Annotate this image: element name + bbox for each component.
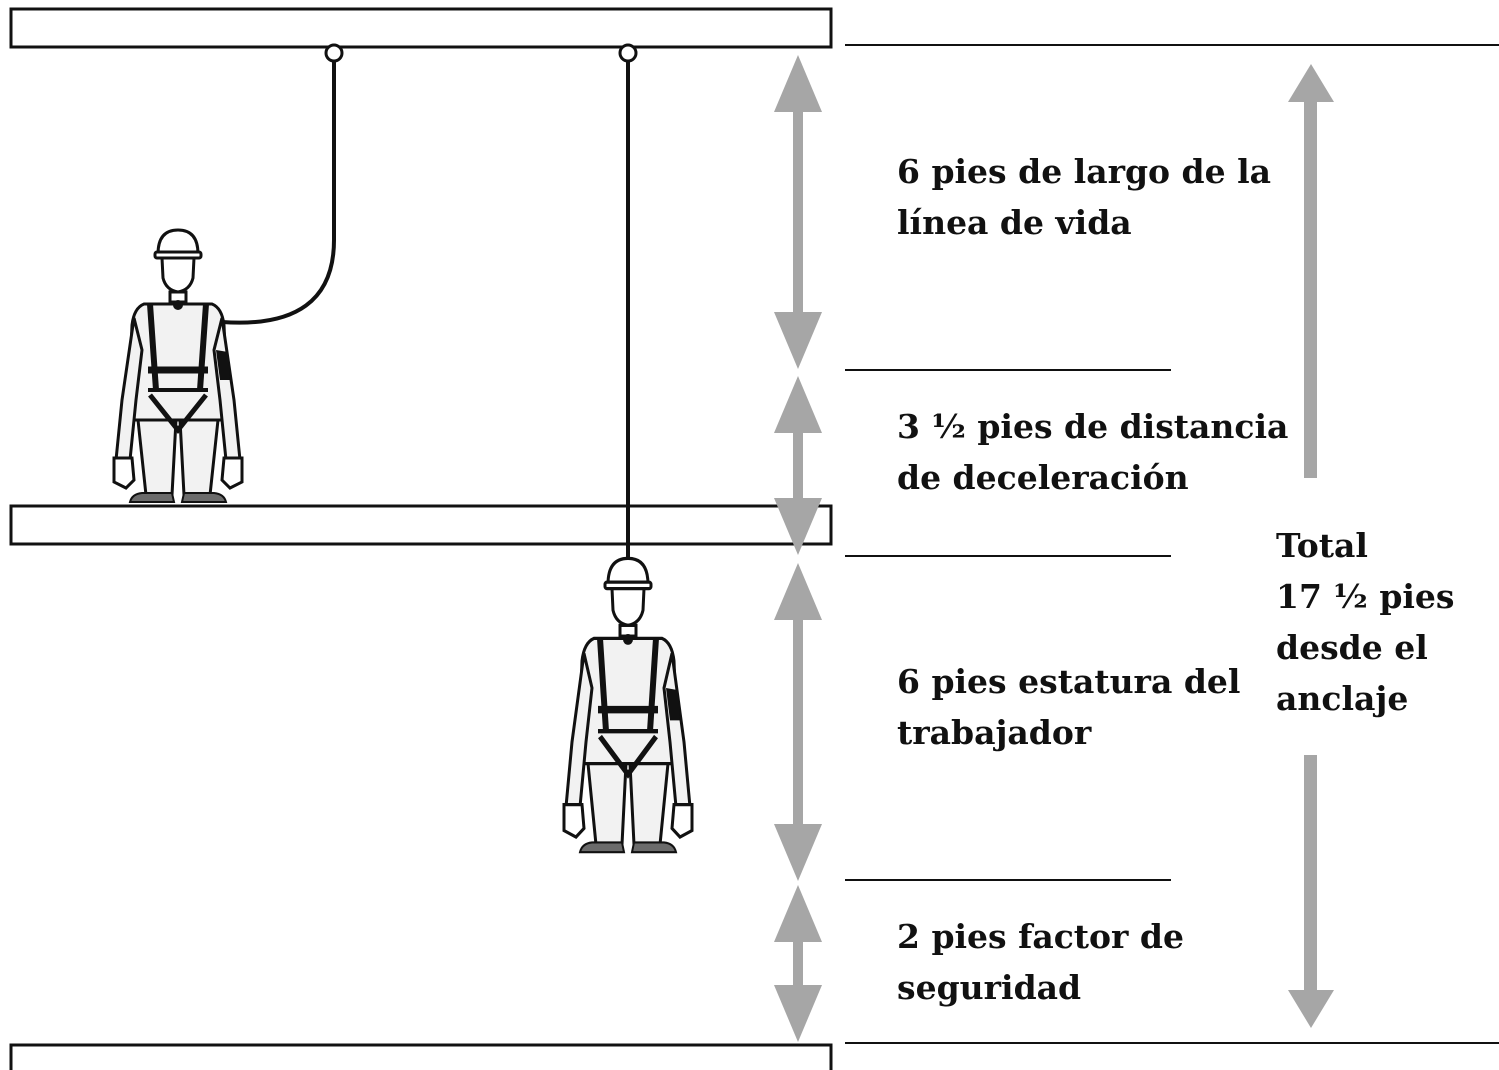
total-label-line4: anclaje	[1276, 679, 1409, 718]
total-label-line2: 17 ½ pies	[1276, 577, 1455, 616]
lifeline-length-label-line2: línea de vida	[897, 203, 1132, 242]
anchor-point-left	[324, 43, 344, 63]
falling-worker	[564, 558, 692, 852]
anchor-point-right	[618, 43, 638, 63]
total-label-line3: desde el	[1276, 628, 1428, 667]
arrow-total	[1288, 64, 1334, 1028]
middle-slab	[9, 504, 833, 546]
worker-height-label: 6 pies estatura del trabajador	[897, 656, 1240, 758]
lifeline-length-label: 6 pies de largo de la línea de vida	[897, 146, 1271, 248]
arrow-deceleration	[774, 376, 822, 555]
arrow-worker-height	[774, 563, 822, 881]
arrow-safety-factor	[774, 885, 822, 1042]
deceleration-distance-label-line1: 3 ½ pies de distancia	[897, 407, 1289, 446]
total-label-line1: Total	[1276, 526, 1368, 565]
deceleration-distance-label: 3 ½ pies de distancia de deceleración	[897, 401, 1288, 503]
worker-height-label-line1: 6 pies estatura del	[897, 662, 1241, 701]
ceiling-slab	[9, 7, 833, 49]
safety-factor-label-line1: 2 pies factor de	[897, 917, 1184, 956]
standing-worker	[114, 230, 242, 502]
safety-factor-label-line2: seguridad	[897, 968, 1082, 1007]
worker-height-label-line2: trabajador	[897, 713, 1092, 752]
lifeline-length-label-line1: 6 pies de largo de la	[897, 152, 1272, 191]
arrow-lifeline-length	[774, 55, 822, 369]
ground-slab	[9, 1043, 833, 1070]
safety-factor-label: 2 pies factor de seguridad	[897, 911, 1184, 1013]
total-clearance-label: Total 17 ½ pies desde el anclaje	[1276, 520, 1455, 724]
lifeline-slack	[221, 61, 336, 325]
deceleration-distance-label-line2: de deceleración	[897, 458, 1189, 497]
